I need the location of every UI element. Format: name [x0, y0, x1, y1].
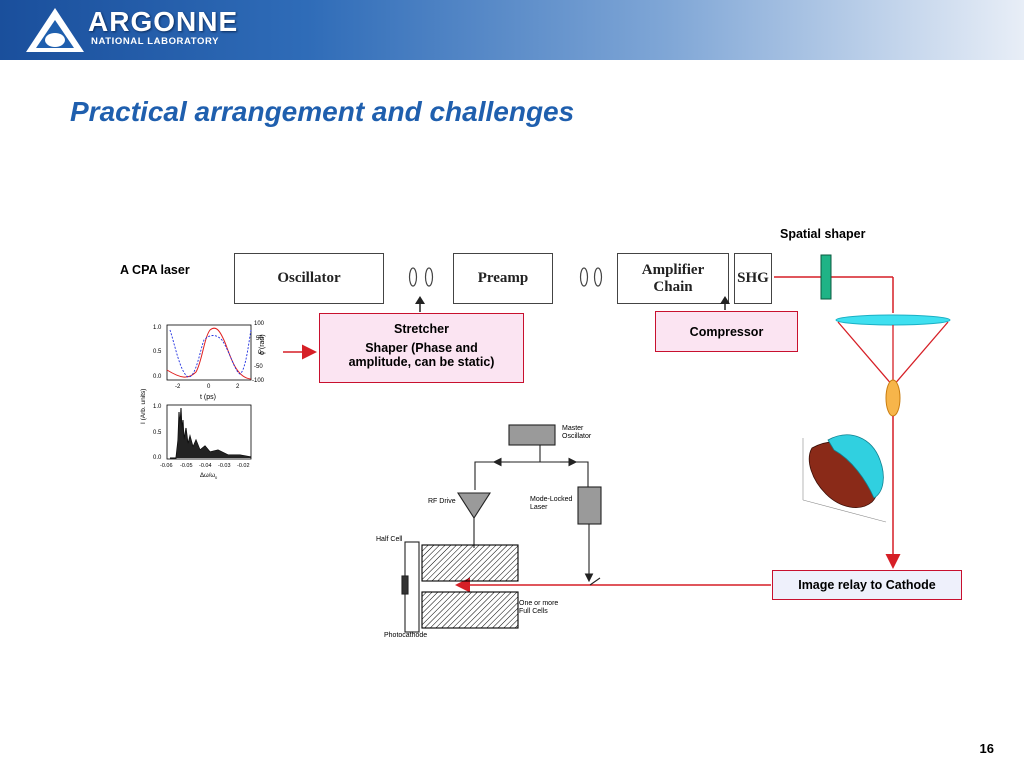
shaper-line1: Shaper (Phase and	[365, 341, 478, 355]
rf-gun-schematic	[401, 424, 602, 633]
logo-main-text: ARGONNE	[88, 6, 239, 37]
master-oscillator-label: Master Oscillator	[562, 425, 591, 441]
bottom-ytick-3: 0.0	[153, 455, 162, 461]
bottom-xlabel-sub: 0	[215, 475, 218, 481]
amplifier-chain-box: Amplifier Chain	[617, 253, 729, 304]
bottom-xtick-5: -0.02	[237, 463, 250, 469]
top-y2tick-3: 0	[258, 350, 262, 356]
logo-sub-text: NATIONAL LABORATORY	[91, 36, 220, 47]
top-ytick-2: 0.5	[153, 349, 162, 355]
cpa-laser-label: A CPA laser	[120, 263, 190, 277]
image-relay-box: Image relay to Cathode	[772, 570, 962, 600]
page-title: Practical arrangement and challenges	[70, 96, 575, 127]
bottom-ylabel: I (Arb. units)	[140, 388, 147, 424]
full-cells-line2: Full Cells	[519, 608, 548, 615]
spectrum-plot	[166, 404, 252, 460]
half-cell-label: Half Cell	[376, 536, 403, 543]
full-cells-line1: One or more	[519, 600, 559, 607]
preamp-label: Preamp	[477, 270, 529, 286]
spatial-shaper-element	[820, 254, 832, 300]
top-ytick-3: 0.0	[153, 374, 162, 380]
master-oscillator-line1: Master	[562, 425, 584, 432]
compressor-box: Compressor	[655, 311, 798, 352]
top-y2tick-2: 50	[256, 336, 263, 342]
bottom-xtick-1: -0.06	[160, 463, 173, 469]
chain-label: Chain	[653, 278, 693, 295]
oscillator-box: Oscillator	[234, 253, 384, 304]
photocathode-label: Photocathode	[384, 632, 428, 639]
phase-plot	[166, 324, 252, 381]
bottom-xlabel: Δω/ω0	[200, 473, 217, 480]
stretcher-title: Stretcher	[394, 322, 449, 336]
lens-pair-1	[408, 267, 434, 287]
lens-pair-2	[579, 267, 603, 287]
shaper-line2: amplitude, can be static)	[348, 355, 495, 369]
full-cells-label: One or more Full Cells	[519, 600, 558, 616]
mode-locked-line2: Laser	[530, 504, 548, 511]
bottom-ytick-2: 0.5	[153, 430, 162, 436]
top-y2label: ϕ (rad)	[259, 334, 266, 355]
top-y2tick-1: 100	[254, 321, 265, 327]
amplifier-label: Amplifier	[641, 261, 705, 278]
cathode-shape-plot	[802, 434, 887, 523]
header-bar	[0, 0, 1024, 60]
master-oscillator-line2: Oscillator	[562, 433, 592, 440]
bottom-xtick-3: -0.04	[199, 463, 212, 469]
shg-box: SHG	[734, 253, 772, 304]
compressor-label: Compressor	[689, 324, 764, 339]
spatial-shaper-label: Spatial shaper	[780, 227, 866, 241]
bottom-ytick-1: 1.0	[153, 404, 162, 410]
mode-locked-line1: Mode-Locked	[530, 496, 573, 503]
pulse-icon	[885, 379, 901, 417]
rf-drive-label: RF Drive	[428, 498, 456, 505]
page-number: 16	[979, 741, 994, 756]
relay-lens-icon	[835, 314, 951, 326]
stretcher-box: Stretcher Shaper (Phase and amplitude, c…	[319, 313, 524, 383]
bottom-xtick-2: -0.05	[180, 463, 193, 469]
bottom-xtick-4: -0.03	[218, 463, 231, 469]
bottom-xlabel-text: Δω/ω	[200, 473, 216, 479]
top-ytick-1: 1.0	[153, 325, 162, 331]
mode-locked-laser-label: Mode-Locked Laser	[530, 496, 572, 512]
top-xtick-2: 0	[207, 384, 211, 390]
oscillator-label: Oscillator	[277, 270, 341, 286]
top-xtick-1: -2	[175, 384, 181, 390]
preamp-box: Preamp	[453, 253, 553, 304]
top-xtick-3: 2	[236, 384, 240, 390]
argonne-logo-icon	[26, 8, 84, 52]
shg-label: SHG	[737, 270, 769, 286]
image-relay-label: Image relay to Cathode	[798, 578, 936, 592]
top-y2tick-5: -100	[252, 378, 265, 384]
top-xlabel: t (ps)	[200, 394, 216, 401]
top-y2tick-4: -50	[254, 364, 263, 370]
